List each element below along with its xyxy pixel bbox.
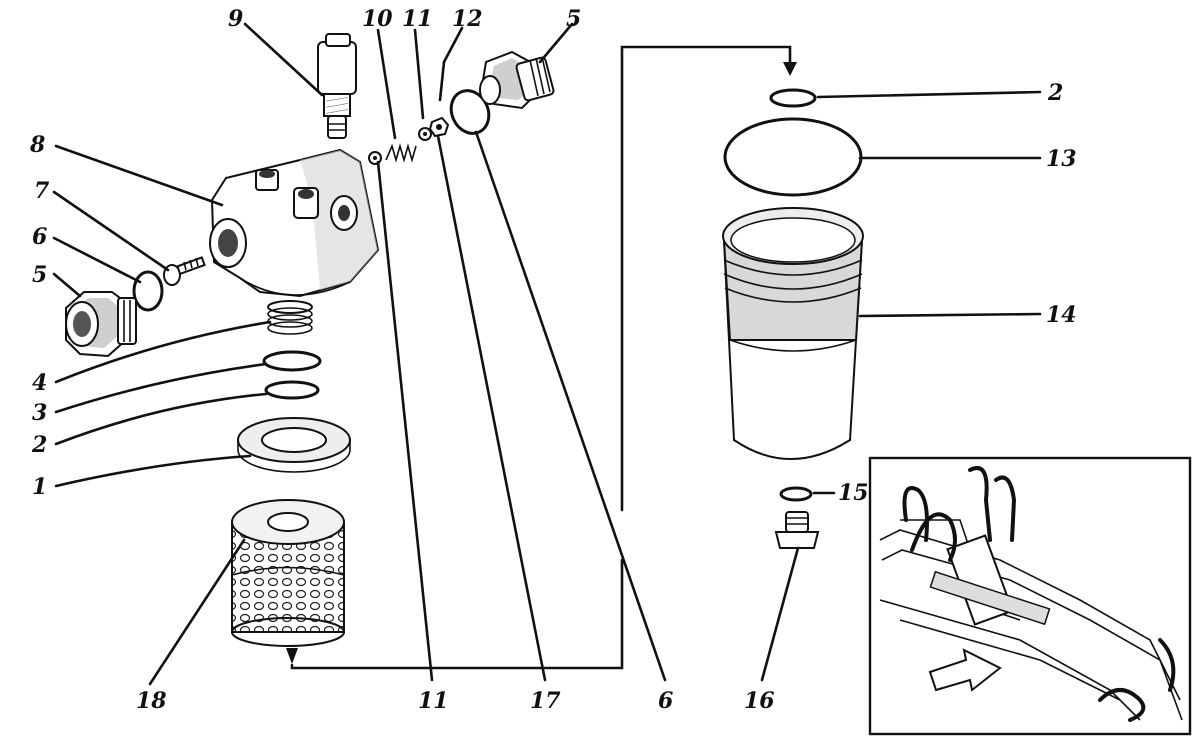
callout-12: 12 — [452, 6, 483, 32]
callout-16: 16 — [744, 688, 775, 714]
bolt-part-7 — [163, 256, 206, 286]
spring-part-4 — [267, 300, 313, 335]
o-ring-part-6-left — [132, 270, 164, 312]
drain-plug-part-16 — [774, 511, 820, 549]
leader-lines — [52, 22, 1042, 686]
callout-10: 10 — [362, 6, 393, 32]
sensor-part-9 — [317, 33, 357, 139]
inset-location-view — [868, 456, 1192, 736]
flow-arrowhead-bottom — [286, 648, 298, 664]
callout-labels: 9 10 11 12 5 8 7 6 5 4 3 2 1 18 11 17 6 … — [29, 6, 1077, 714]
callout-4: 4 — [32, 370, 47, 396]
ring-part-3 — [262, 350, 322, 372]
small-spring-part-10 — [385, 143, 417, 163]
callout-7: 7 — [34, 178, 50, 204]
callout-17: 17 — [530, 688, 561, 714]
callout-2-left: 2 — [31, 432, 47, 458]
callout-15: 15 — [838, 480, 869, 506]
callout-11-bottom: 11 — [418, 688, 449, 714]
callout-9: 9 — [228, 6, 243, 32]
callout-11-top: 11 — [402, 6, 433, 32]
callout-14: 14 — [1046, 302, 1077, 328]
callout-8: 8 — [29, 132, 45, 158]
o-ring-part-6-upper — [449, 89, 491, 135]
fitting-part-5-left — [65, 291, 137, 358]
fitting-part-5-top — [479, 50, 555, 110]
callout-18: 18 — [136, 688, 167, 714]
callout-5-top: 5 — [566, 6, 581, 32]
ring-part-15 — [779, 486, 813, 502]
callout-13: 13 — [1046, 146, 1077, 172]
filter-bowl-part-14 — [722, 207, 864, 460]
location-arrow-icon — [928, 648, 1002, 692]
gasket-part-1 — [236, 417, 352, 473]
ring-part-2-left — [264, 380, 320, 400]
o-ring-part-2-right — [769, 88, 817, 108]
flow-route-line — [286, 45, 797, 670]
filter-element-part-18 — [231, 499, 345, 647]
callout-3: 3 — [32, 400, 47, 426]
large-o-ring-part-13 — [723, 117, 863, 197]
callout-6-left: 6 — [32, 224, 47, 250]
flow-arrowhead-top — [783, 62, 797, 76]
callout-2-right: 2 — [1047, 80, 1063, 106]
filter-head-part-8 — [209, 148, 380, 298]
callout-6-bottom: 6 — [658, 688, 673, 714]
callout-1: 1 — [32, 474, 47, 500]
callout-5-left: 5 — [32, 262, 47, 288]
